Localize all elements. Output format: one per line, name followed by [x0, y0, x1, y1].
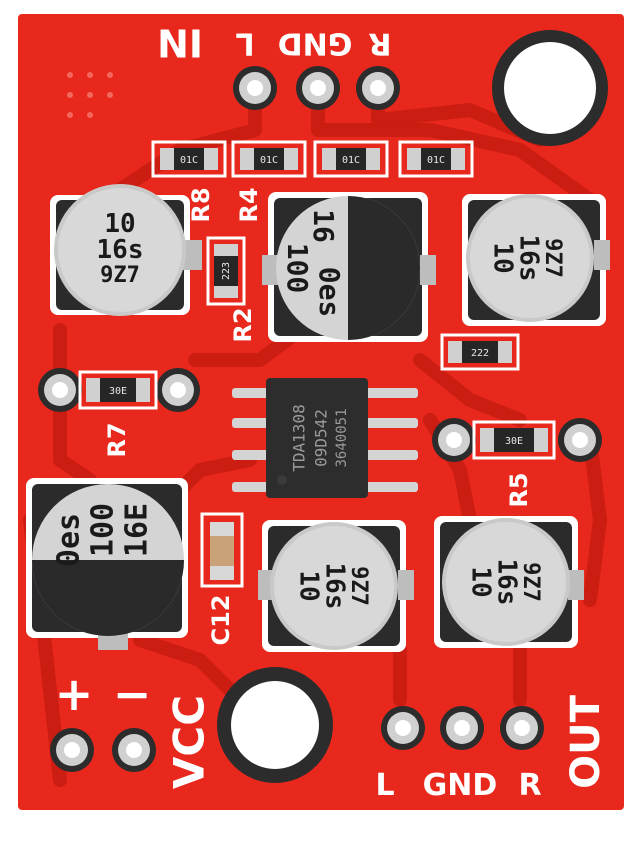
- cap-bottom-center-line3: 10: [294, 570, 324, 601]
- r7-right-pad[interactable]: [156, 368, 200, 412]
- cap-bottom-right-line2: 16s: [492, 559, 522, 606]
- output-right-pad[interactable]: [500, 706, 544, 750]
- via-dots: [67, 72, 113, 118]
- cap-bottom-center-line1: 9Z7: [346, 566, 371, 606]
- resistor-top-1-code: 01C: [180, 155, 198, 166]
- silk-in-label: IN: [157, 21, 203, 65]
- silk-vcc: VCC: [165, 695, 214, 789]
- silk-minus: −: [113, 667, 152, 721]
- output-gnd-pad[interactable]: [440, 706, 484, 750]
- cap-top-left-line3: 9Z7: [100, 263, 140, 288]
- resistor-r7: 30E: [78, 370, 158, 410]
- cap-bottom-right-line1: 9Z7: [518, 562, 543, 602]
- output-left-pad[interactable]: [381, 706, 425, 750]
- r5-left-pad[interactable]: [432, 418, 476, 462]
- silk-r2: R2: [229, 307, 257, 342]
- ic-chip: TDA1308 09D542 3640051: [232, 378, 418, 498]
- cap-bottom-right-line3: 10: [466, 566, 496, 597]
- chip-marking-2: 09D542: [312, 409, 331, 467]
- cap-top-right-line3: 10: [488, 242, 518, 273]
- silk-r5: R5: [505, 472, 533, 507]
- cap-bottom-center-line2: 16s: [320, 563, 350, 610]
- cap-top-left-line1: 10: [104, 209, 135, 239]
- resistor-r2-code: 223: [221, 262, 232, 280]
- cap-top-left-line2: 16s: [97, 235, 144, 265]
- capacitor-top-left: 10 16s 9Z7: [50, 184, 202, 316]
- resistor-r7-code: 30E: [109, 386, 127, 397]
- cap-top-center-line1: 16: [307, 209, 340, 243]
- chip-marking-3: 3640051: [334, 408, 350, 467]
- silk-in-gnd: GND: [278, 26, 353, 61]
- capacitor-top-center: 16 100 0es: [262, 192, 436, 342]
- silk-out-gnd: GND: [423, 768, 498, 803]
- silk-in-left: L: [235, 26, 254, 61]
- capacitor-bottom-left: 0es 100 16E: [26, 478, 188, 650]
- resistor-r5-code: 30E: [505, 436, 523, 447]
- silk-r7: R7: [103, 422, 131, 457]
- resistor-top-4-code: 01C: [427, 155, 445, 166]
- cap-top-right-line2: 16s: [514, 235, 544, 282]
- resistor-r5: 30E: [472, 420, 556, 460]
- vcc-plus-pad[interactable]: [50, 728, 94, 772]
- vcc-minus-pad[interactable]: [112, 728, 156, 772]
- cap-bottom-left-line1: 0es: [52, 513, 87, 567]
- silk-r8: R8: [187, 187, 215, 222]
- r5-right-pad[interactable]: [558, 418, 602, 462]
- silk-in-right: R: [368, 26, 391, 61]
- resistor-top-2: 01C: [231, 140, 307, 178]
- resistor-r2: 223: [206, 236, 246, 306]
- silk-out-right: R: [518, 768, 541, 803]
- cap-top-right-line1: 9Z7: [540, 238, 565, 278]
- capacitor-bottom-right: 9Z7 16s 10: [434, 516, 584, 648]
- capacitor-c12: [200, 512, 244, 588]
- resistor-top-4: 01C: [398, 140, 474, 178]
- silk-r4: R4: [235, 187, 263, 222]
- cap-bottom-left-line3: 16E: [120, 503, 155, 557]
- mounting-hole-top-right: [492, 30, 608, 146]
- chip-marking-1: TDA1308: [290, 404, 309, 471]
- capacitor-bottom-center: 9Z7 16s 10: [258, 520, 414, 652]
- resistor-top-2-code: 01C: [260, 155, 278, 166]
- silk-plus: +: [55, 667, 94, 721]
- input-header-pads[interactable]: [233, 66, 400, 110]
- silk-c12: C12: [207, 594, 235, 645]
- resistor-mid-right: 222: [440, 333, 520, 371]
- resistor-top-1: 01C: [151, 140, 227, 178]
- resistor-top-3-code: 01C: [342, 155, 360, 166]
- cap-bottom-left-line2: 100: [86, 503, 121, 557]
- cap-top-center-line2: 100: [281, 243, 314, 294]
- cap-top-center-line3: 0es: [313, 267, 346, 318]
- capacitor-top-right: 9Z7 16s 10: [462, 194, 610, 326]
- resistor-mid-right-code: 222: [471, 348, 489, 359]
- silk-out-left: L: [375, 768, 394, 803]
- resistor-top-3: 01C: [313, 140, 389, 178]
- r7-left-pad[interactable]: [38, 368, 82, 412]
- copper-traces: [23, 83, 607, 787]
- mounting-hole-bottom: [217, 667, 333, 783]
- silk-out: OUT: [563, 694, 609, 788]
